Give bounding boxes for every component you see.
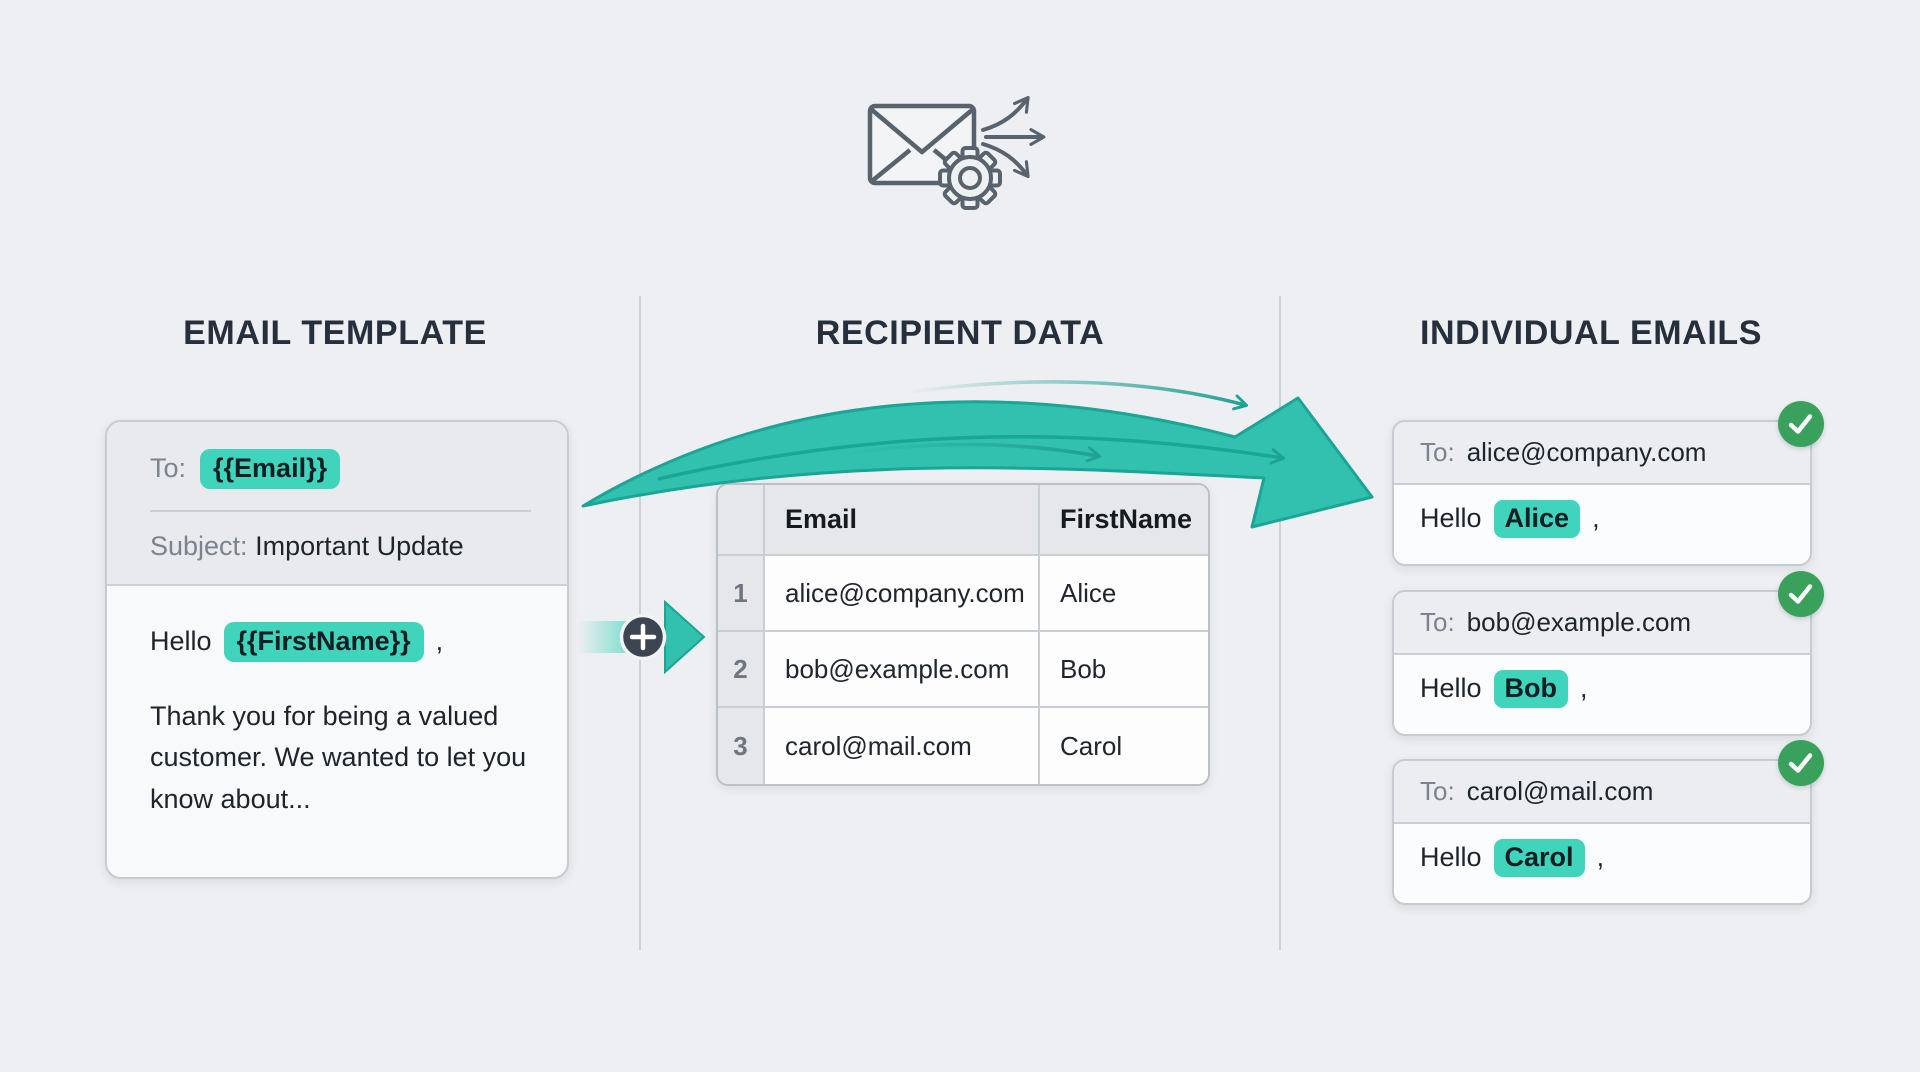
cell-firstname: Carol <box>1060 730 1123 761</box>
row-number: 3 <box>718 708 765 784</box>
motion-arrow-icon <box>908 380 1249 411</box>
greeting-prefix: Hello <box>1420 673 1482 704</box>
merge-arrow-icon <box>664 599 706 675</box>
row-number: 1 <box>718 556 765 632</box>
subject-label: Subject: <box>150 530 248 561</box>
email-card-header: To: alice@company.com <box>1394 422 1810 485</box>
to-label: To: <box>1420 437 1455 467</box>
greeting-prefix: Hello <box>1420 503 1482 534</box>
email-card-header: To: bob@example.com <box>1394 592 1810 655</box>
greeting-suffix: , <box>1592 503 1600 534</box>
section-divider-left <box>639 296 641 950</box>
table-corner-cell <box>718 485 765 556</box>
email-card-body: Hello Carol , <box>1394 824 1810 877</box>
success-check-icon <box>1778 571 1824 617</box>
gear-icon <box>938 146 1002 210</box>
cell-email: alice@company.com <box>765 556 1040 632</box>
cell-firstname: Alice <box>1040 556 1208 632</box>
fanout-arrows-icon <box>981 95 1046 179</box>
success-check-icon <box>1778 401 1824 447</box>
plus-icon <box>629 623 657 651</box>
greeting-prefix: Hello <box>1420 842 1482 873</box>
recipient-section-heading: RECIPIENT DATA <box>815 314 1105 352</box>
to-label: To: <box>1420 776 1455 806</box>
merged-name-chip: Bob <box>1493 670 1569 708</box>
subject-value: Important Update <box>255 530 464 561</box>
column-header-firstname: FirstName <box>1040 485 1208 556</box>
greeting-suffix: , <box>435 626 444 657</box>
email-template-card: To: {{Email}} Subject: Important Update … <box>105 420 569 879</box>
individual-section-heading: INDIVIDUAL EMAILS <box>1419 314 1763 352</box>
template-section-heading: EMAIL TEMPLATE <box>183 314 487 352</box>
email-card-body: Hello Bob , <box>1394 655 1810 708</box>
plus-badge-circle <box>619 613 667 661</box>
template-card-body: Hello {{FirstName}} , Thank you for bein… <box>107 586 567 821</box>
fade-band <box>578 621 642 653</box>
to-address: carol@mail.com <box>1466 776 1654 806</box>
merge-plus-flow <box>578 599 706 675</box>
cell-email: bob@example.com <box>765 632 1040 708</box>
header-divider <box>150 509 531 512</box>
firstname-variable-chip: {{FirstName}} <box>223 621 424 662</box>
email-variable-chip: {{Email}} <box>200 449 341 489</box>
to-label: To: <box>1420 607 1455 637</box>
individual-email-card: To: carol@mail.com Hello Carol , <box>1392 740 1824 905</box>
to-address: alice@company.com <box>1466 437 1707 467</box>
section-divider-right <box>1279 296 1281 950</box>
column-header-email: Email <box>765 485 1040 556</box>
row-number: 2 <box>718 632 765 708</box>
template-card-header: To: {{Email}} Subject: Important Update <box>107 422 567 586</box>
cell-email: carol@mail.com <box>765 708 1040 784</box>
email-card-header: To: carol@mail.com <box>1394 761 1810 824</box>
individual-email-card: To: alice@company.com Hello Alice , <box>1392 401 1824 566</box>
individual-email-card: To: bob@example.com Hello Bob , <box>1392 571 1824 736</box>
greeting-suffix: , <box>1596 842 1605 873</box>
to-label: To: <box>150 453 187 484</box>
to-address: bob@example.com <box>1466 607 1692 637</box>
success-check-icon <box>1778 740 1824 786</box>
envelope-gear-fanout-icon <box>867 95 1046 210</box>
merged-name-chip: Carol <box>1493 839 1585 877</box>
email-card-body: Hello Alice , <box>1394 485 1810 538</box>
cell-firstname: Bob <box>1040 632 1208 708</box>
merged-name-chip: Alice <box>1493 500 1581 538</box>
greeting-suffix: , <box>1580 673 1588 704</box>
recipient-data-table: Email FirstName 1 alice@company.com Alic… <box>716 483 1210 786</box>
motion-arrow-icon <box>840 442 1102 463</box>
template-body-text: Thank you for being a valued customer. W… <box>150 700 527 815</box>
greeting-prefix: Hello <box>150 626 212 657</box>
